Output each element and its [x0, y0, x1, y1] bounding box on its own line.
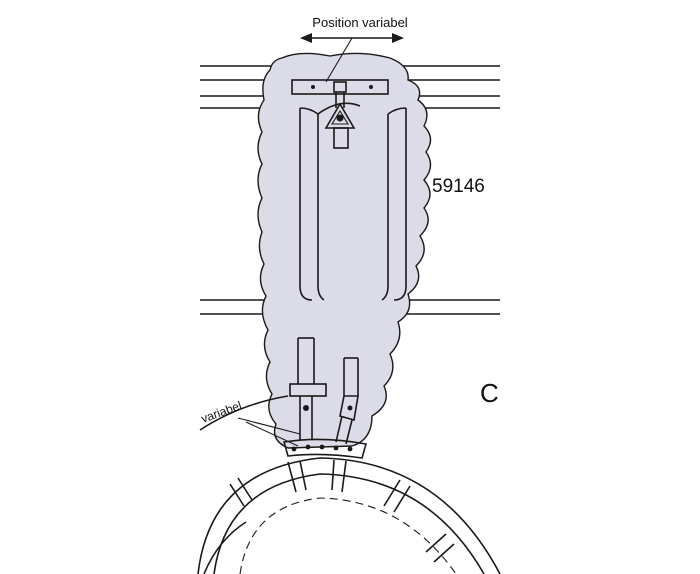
position-arrow — [300, 33, 404, 83]
clamp-bar — [291, 79, 389, 95]
position-label-top: Position variabel — [312, 15, 407, 30]
view-letter-label: C — [480, 378, 499, 408]
position-label-left: variabel — [199, 398, 243, 426]
chain-plate — [282, 438, 368, 459]
tool-frame — [299, 102, 407, 301]
position-arc-left — [199, 395, 301, 447]
tool-legs — [289, 337, 359, 445]
part-number-label: 59146 — [432, 176, 485, 197]
eye-bolt-icon — [324, 92, 356, 149]
wheel — [197, 457, 501, 574]
